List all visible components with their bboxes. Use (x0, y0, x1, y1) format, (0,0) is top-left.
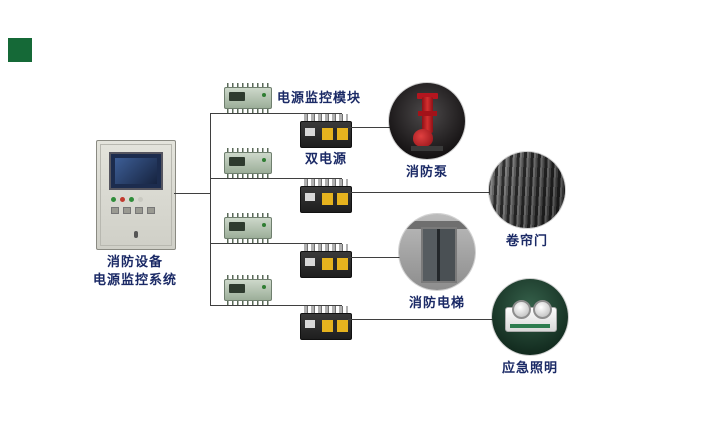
module-led-icon (262, 223, 266, 227)
module-screen-icon (229, 92, 245, 101)
dual-power-switch-2 (300, 179, 352, 213)
ats-terminals-icon (304, 114, 348, 121)
emergency-light-box (505, 300, 557, 332)
lamp-left-icon (512, 300, 531, 319)
fire-pump-label: 消防泵 (405, 164, 448, 179)
module-label: 电源监控模块 (277, 90, 362, 105)
ats-label-plate (305, 128, 315, 136)
system-title: 消防设备 电源监控系统 (75, 253, 195, 288)
power-monitor-module-3 (224, 213, 272, 243)
cabinet-button (135, 207, 143, 214)
module-body (224, 152, 272, 174)
module-led-icon (262, 285, 266, 289)
power-monitor-module-1 (224, 83, 272, 113)
dual-power-label: 双电源 (304, 151, 347, 166)
module-body (224, 217, 272, 239)
rolling-door-photo (489, 152, 565, 228)
lamp-right-icon (533, 300, 552, 319)
bus-line-4 (210, 305, 342, 306)
dual-power-switch-4 (300, 306, 352, 340)
cabinet-indicator-lights (111, 197, 143, 202)
pump-volute-icon (413, 129, 433, 147)
ats-yellow-handles-icon (322, 320, 348, 332)
emergency-light-photo (492, 279, 568, 355)
fire-elevator-label: 消防电梯 (408, 295, 465, 310)
module-body (224, 87, 272, 109)
ats-body (300, 251, 352, 278)
indicator-green-icon (129, 197, 134, 202)
door-slats-icon (489, 152, 565, 228)
ats-terminals-icon (304, 306, 348, 313)
pump-base-icon (411, 146, 443, 151)
dual-power-switch-3 (300, 244, 352, 278)
ats-yellow-handles-icon (322, 193, 348, 205)
bus-line-3 (210, 243, 342, 244)
module-body (224, 279, 272, 301)
corner-accent-square (8, 38, 32, 62)
module-pins-icon (227, 301, 269, 305)
power-monitor-module-2 (224, 148, 272, 178)
fire-pump-photo (389, 83, 465, 159)
module-screen-icon (229, 284, 245, 293)
ats-body (300, 186, 352, 213)
indicator-red-icon (120, 197, 125, 202)
ats-label-plate (305, 193, 315, 201)
module-pins-icon (227, 83, 269, 87)
light-box-stripe (510, 324, 550, 328)
system-title-line1: 消防设备 (106, 254, 163, 269)
cabinet-connector-line (174, 193, 211, 194)
ats-yellow-handles-icon (322, 258, 348, 270)
power-monitor-module-4 (224, 275, 272, 305)
cabinet-screen-display (115, 158, 157, 184)
cabinet-button (123, 207, 131, 214)
ats-label-plate (305, 258, 315, 266)
ats-body (300, 121, 352, 148)
module-pins-icon (227, 109, 269, 113)
pump-flange-icon (418, 111, 437, 116)
output-line-4 (348, 319, 533, 320)
ats-label-plate (305, 320, 315, 328)
module-screen-icon (229, 157, 245, 166)
output-line-2 (348, 192, 530, 193)
indicator-green-icon (111, 197, 116, 202)
elevator-lintel-icon (399, 221, 475, 229)
ats-terminals-icon (304, 244, 348, 251)
cabinet-door-frame (100, 144, 172, 246)
cabinet-button (147, 207, 155, 214)
module-pins-icon (227, 275, 269, 279)
fire-elevator-photo (399, 214, 475, 290)
ats-body (300, 313, 352, 340)
cabinet-lock (134, 231, 138, 238)
monitoring-cabinet (96, 140, 176, 250)
emergency-light-label: 应急照明 (501, 360, 558, 375)
ats-terminals-icon (304, 179, 348, 186)
module-pins-icon (227, 213, 269, 217)
output-line-3 (348, 257, 440, 258)
cabinet-buttons (111, 207, 155, 214)
cabinet-screen (109, 152, 163, 190)
module-led-icon (262, 158, 266, 162)
bus-line-2 (210, 178, 342, 179)
cabinet-button (111, 207, 119, 214)
dual-power-switch-1 (300, 114, 352, 148)
pump-flange-icon (417, 93, 438, 99)
ats-yellow-handles-icon (322, 128, 348, 140)
module-pins-icon (227, 174, 269, 178)
indicator-off-icon (138, 197, 143, 202)
module-pins-icon (227, 239, 269, 243)
rolling-door-label: 卷帘门 (505, 233, 548, 248)
module-pins-icon (227, 148, 269, 152)
module-screen-icon (229, 222, 245, 231)
elevator-door-icon (421, 227, 457, 283)
trunk-line (210, 113, 211, 306)
system-title-line2: 电源监控系统 (92, 271, 177, 287)
bus-line-1 (210, 113, 342, 114)
module-led-icon (262, 93, 266, 97)
